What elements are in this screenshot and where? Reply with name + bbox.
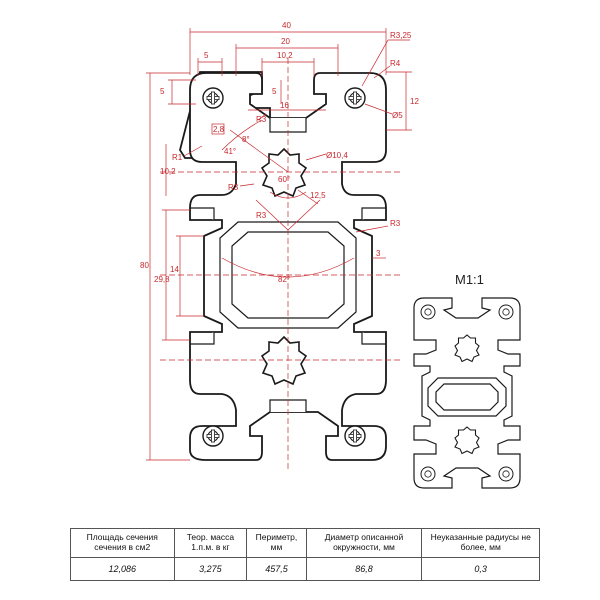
dim-r3-d: R3 — [390, 219, 401, 228]
dim-40: 40 — [282, 21, 291, 30]
dim-20: 20 — [281, 37, 290, 46]
dim-16: 16 — [280, 101, 289, 110]
dim-5-vert-mid: 5 — [272, 87, 277, 96]
scale-profile — [413, 297, 521, 489]
dim-10-2: 10,2 — [277, 51, 293, 60]
corner-hole-tl — [202, 87, 224, 109]
dim-r3-b: R3 — [228, 183, 239, 192]
dim-80: 80 — [140, 261, 149, 270]
dim-8deg: 8° — [242, 135, 250, 144]
value-area: 12,086 — [70, 557, 175, 581]
value-mass: 3,275 — [173, 557, 248, 581]
right-lower-slot — [361, 332, 386, 345]
dim-29-8: 29,8 — [154, 275, 170, 284]
dim-12-5: 12,5 — [310, 191, 326, 200]
dim-2-8: 2,8 — [213, 125, 225, 134]
scale-label: M1:1 — [455, 272, 484, 287]
dim-r1: R1 — [172, 153, 183, 162]
profile-drawing: 40 20 10,2 5 5 5 16 12 R3,25 R4 Ø5 2,8 R… — [140, 21, 521, 489]
corner-hole-br — [344, 425, 366, 447]
dim-12: 12 — [410, 97, 419, 106]
dim-41deg: 41° — [224, 147, 236, 156]
value-diameter: 86,8 — [305, 557, 423, 581]
dim-3: 3 — [376, 249, 381, 258]
header-area: Площадь сечения сечения в см2 — [70, 528, 175, 558]
dim-10-2-vert: 10,2 — [160, 167, 176, 176]
left-lower-slot — [190, 332, 215, 345]
spec-table: Площадь сечения сечения в см2 Теор. масс… — [70, 528, 540, 581]
dimension-lines — [146, 28, 412, 470]
dim-r4: R4 — [390, 59, 401, 68]
spec-value-row: 12,086 3,275 457,5 86,8 0,3 — [70, 557, 540, 581]
dim-diam5: Ø5 — [392, 111, 403, 120]
corner-hole-tr — [344, 87, 366, 109]
dim-r3-c: R3 — [256, 211, 267, 220]
right-upper-slot — [361, 207, 386, 220]
dim-14: 14 — [170, 265, 179, 274]
value-radii: 0,3 — [421, 557, 540, 581]
corner-hole-bl — [202, 425, 224, 447]
dim-5-top: 5 — [204, 51, 209, 60]
dim-60deg: 60° — [278, 175, 290, 184]
dim-5-vert: 5 — [160, 87, 165, 96]
dim-diam10-4: Ø10,4 — [326, 151, 348, 160]
dim-82deg: 82° — [278, 275, 290, 284]
value-perimeter: 457,5 — [246, 557, 307, 581]
spec-header-row: Площадь сечения сечения в см2 Теор. масс… — [70, 528, 540, 558]
dim-r3-a: R3 — [256, 115, 267, 124]
header-radii: Неуказанные радиусы не более, мм — [421, 528, 540, 558]
header-mass: Теор. масса 1.п.м. в кг — [173, 528, 248, 558]
dim-r3-25: R3,25 — [390, 31, 412, 40]
header-diameter: Диаметр описанной окружности, мм — [305, 528, 423, 558]
left-upper-slot — [190, 207, 215, 220]
header-perimeter: Периметр, мм — [246, 528, 307, 558]
